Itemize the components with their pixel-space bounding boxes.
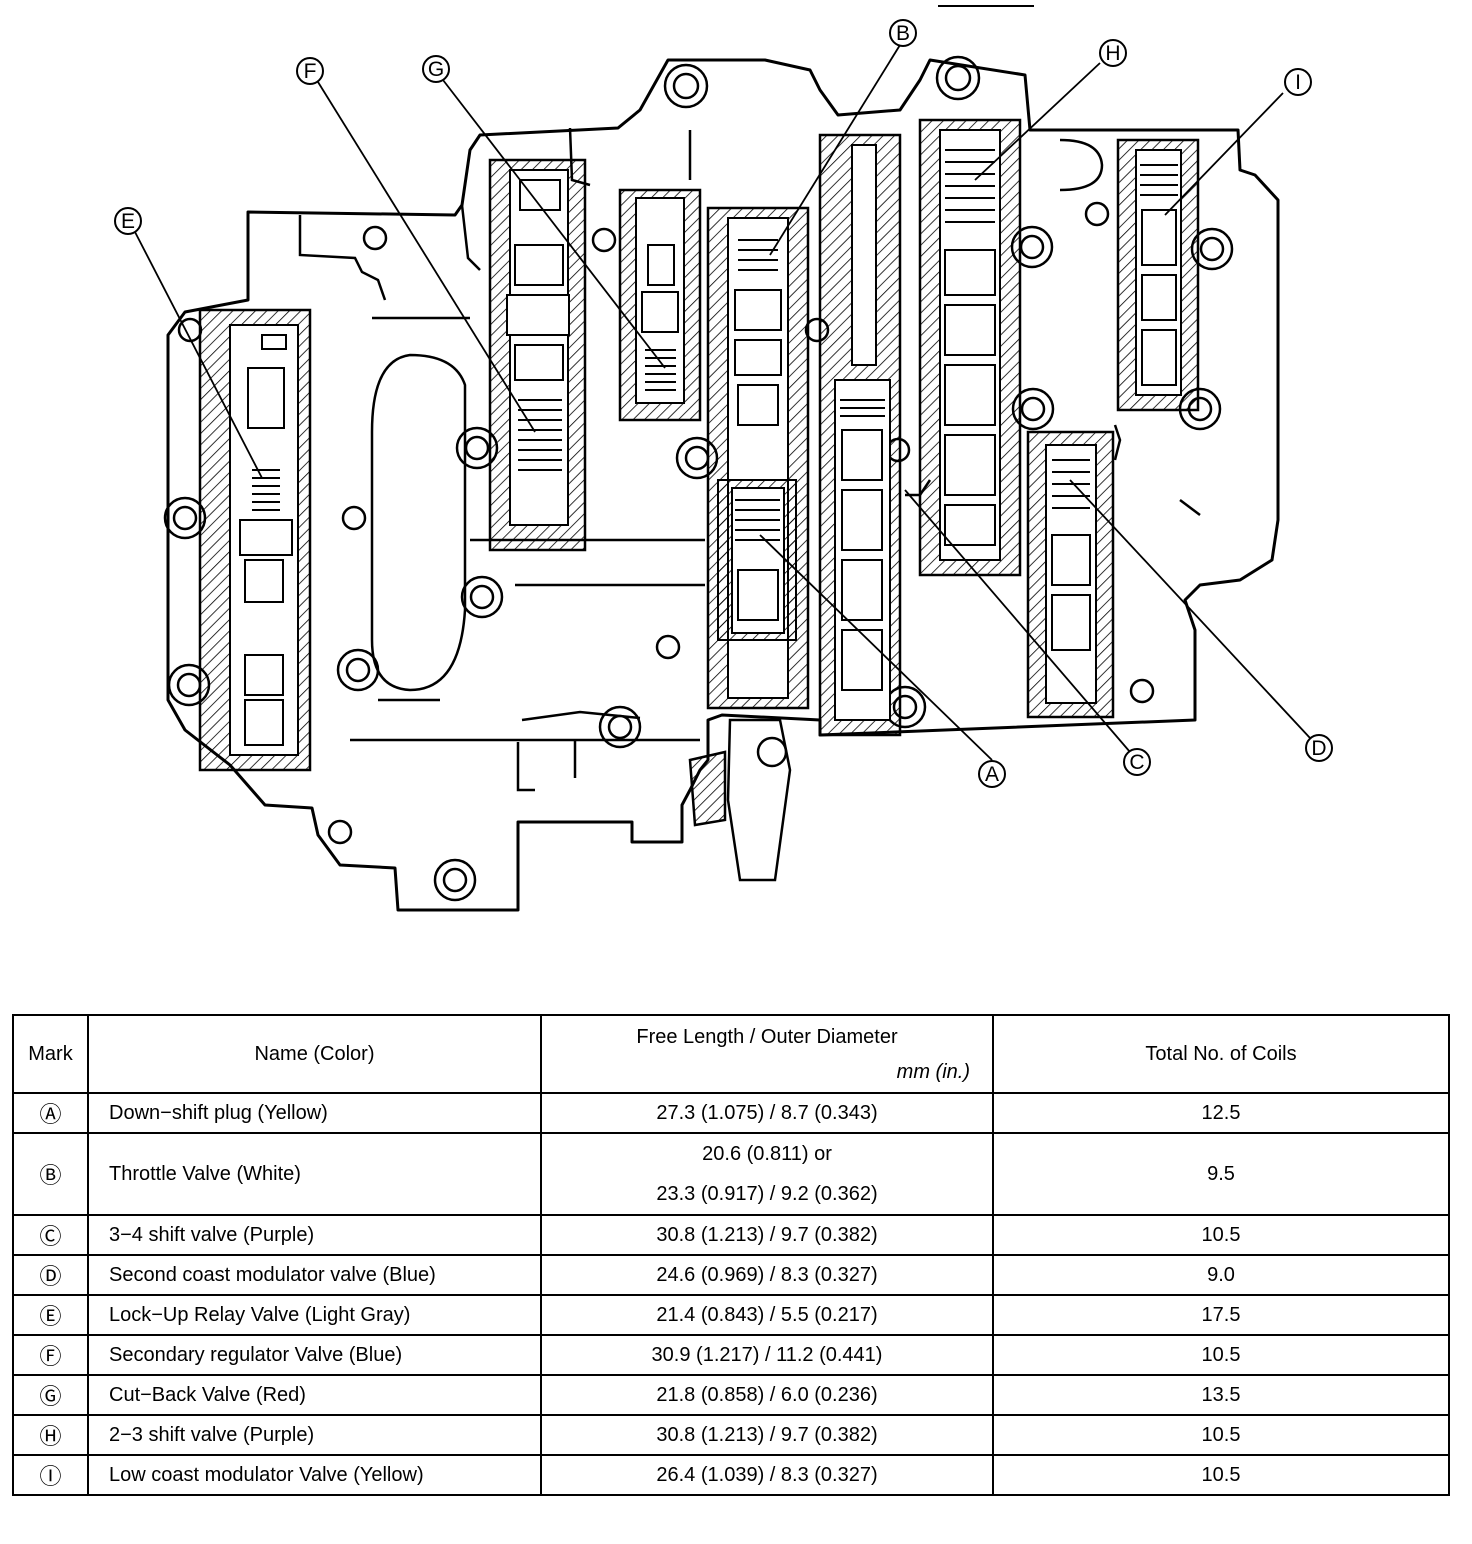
row-name: Lock−Up Relay Valve (Light Gray) — [87, 1294, 542, 1336]
svg-text:C: C — [1129, 751, 1144, 774]
callout-B: B — [889, 19, 917, 47]
row-mark: Ⓐ — [12, 1092, 89, 1134]
valve-bore-I — [1116, 138, 1200, 412]
valve-bore-H — [918, 118, 1022, 577]
svg-text:I: I — [1295, 71, 1301, 94]
spring-spec-table-container: Mark Name (Color) Free Length / Outer Di… — [12, 1014, 1450, 1496]
callout-F: F — [296, 57, 324, 85]
row-coils: 13.5 — [992, 1374, 1450, 1416]
valve-body-diagram: A B C D E F G H — [114, 5, 1333, 912]
valve-bore-D — [1026, 430, 1115, 719]
valve-bore-A — [818, 133, 902, 737]
header-name: Name (Color) — [87, 1014, 542, 1094]
row-spec: 20.6 (0.811) or 23.3 (0.917) / 9.2 (0.36… — [540, 1132, 994, 1216]
row-coils: 10.5 — [992, 1214, 1450, 1256]
table-row: Ⓒ 3−4 shift valve (Purple) 30.8 (1.213) … — [12, 1214, 1450, 1256]
table-row: Ⓓ Second coast modulator valve (Blue) 24… — [12, 1254, 1450, 1296]
row-mark: Ⓖ — [12, 1374, 89, 1416]
row-spec: 26.4 (1.039) / 8.3 (0.327) — [540, 1454, 994, 1496]
callouts: A B C D E F G H — [114, 19, 1333, 788]
row-mark: Ⓓ — [12, 1254, 89, 1296]
row-mark: Ⓒ — [12, 1214, 89, 1256]
row-name: Down−shift plug (Yellow) — [87, 1092, 542, 1134]
row-name: Throttle Valve (White) — [87, 1132, 542, 1216]
valve-bore-E — [198, 308, 312, 772]
row-mark: Ⓕ — [12, 1334, 89, 1376]
table-row: Ⓕ Secondary regulator Valve (Blue) 30.9 … — [12, 1334, 1450, 1376]
valve-bore-G — [618, 188, 702, 422]
callout-G: G — [422, 55, 450, 83]
row-coils: 10.5 — [992, 1334, 1450, 1376]
header-coils: Total No. of Coils — [992, 1014, 1450, 1094]
spring-spec-table: Mark Name (Color) Free Length / Outer Di… — [12, 1014, 1450, 1496]
valve-body-outline — [166, 58, 1280, 912]
row-coils: 9.0 — [992, 1254, 1450, 1296]
valve-bore-B — [706, 206, 810, 710]
svg-text:A: A — [985, 763, 999, 786]
throttle-cam — [688, 718, 792, 882]
table-row: Ⓖ Cut−Back Valve (Red) 21.8 (0.858) / 6.… — [12, 1374, 1450, 1416]
row-spec: 21.8 (0.858) / 6.0 (0.236) — [540, 1374, 994, 1416]
header-free-length: Free Length / Outer Diameter mm (in.) — [540, 1014, 994, 1094]
callout-E: E — [114, 207, 142, 235]
svg-text:D: D — [1311, 737, 1326, 760]
svg-text:H: H — [1105, 42, 1120, 65]
row-spec: 30.8 (1.213) / 9.7 (0.382) — [540, 1214, 994, 1256]
row-spec-line2: 23.3 (0.917) / 9.2 (0.362) — [656, 1183, 878, 1205]
row-mark: Ⓗ — [12, 1414, 89, 1456]
callout-D: D — [1305, 734, 1333, 762]
callout-H: H — [1099, 39, 1127, 67]
row-name: Low coast modulator Valve (Yellow) — [87, 1454, 542, 1496]
row-spec: 30.9 (1.217) / 11.2 (0.441) — [540, 1334, 994, 1376]
callout-I: I — [1284, 68, 1312, 96]
row-name: Secondary regulator Valve (Blue) — [87, 1334, 542, 1376]
row-spec: 24.6 (0.969) / 8.3 (0.327) — [540, 1254, 994, 1296]
row-name: 2−3 shift valve (Purple) — [87, 1414, 542, 1456]
valve-bore-F — [488, 158, 587, 552]
row-spec: 30.8 (1.213) / 9.7 (0.382) — [540, 1414, 994, 1456]
callout-A: A — [978, 760, 1006, 788]
row-name: Second coast modulator valve (Blue) — [87, 1254, 542, 1296]
table-header-row: Mark Name (Color) Free Length / Outer Di… — [12, 1014, 1450, 1094]
row-coils: 17.5 — [992, 1294, 1450, 1336]
leader-lines — [134, 44, 1311, 761]
header-free-length-label: Free Length / Outer Diameter — [636, 1026, 898, 1048]
row-spec-line1: 20.6 (0.811) or — [702, 1143, 832, 1165]
row-coils: 10.5 — [992, 1454, 1450, 1496]
svg-text:F: F — [304, 60, 317, 83]
bolt-holes — [163, 55, 1234, 902]
svg-text:E: E — [121, 210, 135, 233]
row-name: Cut−Back Valve (Red) — [87, 1374, 542, 1416]
row-mark: Ⓔ — [12, 1294, 89, 1336]
row-mark: Ⓘ — [12, 1454, 89, 1496]
row-coils: 9.5 — [992, 1132, 1450, 1216]
table-row: Ⓑ Throttle Valve (White) 20.6 (0.811) or… — [12, 1132, 1450, 1216]
table-row: Ⓘ Low coast modulator Valve (Yellow) 26.… — [12, 1454, 1450, 1496]
row-coils: 10.5 — [992, 1414, 1450, 1456]
header-unit-label: mm (in.) — [896, 1061, 970, 1083]
row-name: 3−4 shift valve (Purple) — [87, 1214, 542, 1256]
table-row: Ⓐ Down−shift plug (Yellow) 27.3 (1.075) … — [12, 1092, 1450, 1134]
row-spec: 27.3 (1.075) / 8.7 (0.343) — [540, 1092, 994, 1134]
svg-text:B: B — [896, 22, 910, 45]
svg-text:G: G — [428, 58, 444, 81]
table-row: Ⓗ 2−3 shift valve (Purple) 30.8 (1.213) … — [12, 1414, 1450, 1456]
table-row: Ⓔ Lock−Up Relay Valve (Light Gray) 21.4 … — [12, 1294, 1450, 1336]
row-spec: 21.4 (0.843) / 5.5 (0.217) — [540, 1294, 994, 1336]
header-mark: Mark — [12, 1014, 89, 1094]
callout-C: C — [1123, 748, 1151, 776]
row-coils: 12.5 — [992, 1092, 1450, 1134]
row-mark: Ⓑ — [12, 1132, 89, 1216]
